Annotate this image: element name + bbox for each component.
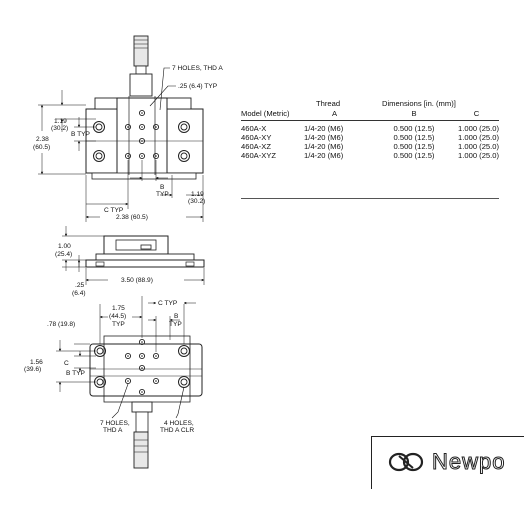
bottom-view: C TYP 1.75 (44.5) TYP B TYP .78 (19.8) 1… xyxy=(24,296,203,469)
dim-350: 3.50 (88.9) xyxy=(121,277,153,284)
thread-header: Thread xyxy=(316,99,341,108)
dim-175-mm: (44.5) xyxy=(109,313,126,320)
b-typ-bottom-left: B TYP xyxy=(66,370,86,377)
logo-text: Newpo xyxy=(431,449,506,475)
holes7-1: 7 HOLES, xyxy=(100,420,130,427)
b-typ-bottom-2: TYP xyxy=(169,321,182,328)
holes7-2: THD A xyxy=(103,427,123,434)
model-header: Model (Metric) xyxy=(241,109,290,118)
col-c-header: C xyxy=(473,109,480,118)
dim-156-in: 1.56 xyxy=(30,359,43,366)
holes-note: 7 HOLES, THD A xyxy=(172,65,223,72)
b-typ-left: B TYP xyxy=(71,131,91,138)
top-view: 7 HOLES, THD A .25 (6.4) TYP 2.38 (60.5)… xyxy=(33,35,223,222)
dim-78: .78 (19.8) xyxy=(47,321,75,328)
col-b-header: B xyxy=(411,109,417,118)
c-typ-bottom: C TYP xyxy=(158,300,178,307)
dim-119-mm: (30.2) xyxy=(51,125,68,132)
c-label: C xyxy=(64,360,69,367)
table-row: 460A-XZ 1/4-20 (M6) 0.500 (12.5) 1.000 (… xyxy=(241,142,499,151)
dim-156-mm: (39.6) xyxy=(24,366,41,373)
dim-119-right-mm: (30.2) xyxy=(188,198,205,205)
table-row: 460A-XYZ 1/4-20 (M6) 0.500 (12.5) 1.000 … xyxy=(241,151,499,160)
dim-238-mm: (60.5) xyxy=(33,144,50,151)
table-bottom-rule xyxy=(241,198,499,199)
dimensions-table: Thread Dimensions [in. (mm)] Model (Metr… xyxy=(241,99,499,160)
table-header: Model (Metric) A B C xyxy=(241,109,499,121)
dim-238-bottom: 2.38 (60.5) xyxy=(116,214,148,221)
newport-logo-icon xyxy=(388,452,424,472)
b-typ-right-1: B xyxy=(160,184,165,191)
side-view: 1.00 (25.4) 3.50 (88.9) .25 (6.4) xyxy=(55,226,205,297)
newport-logo: Newpo xyxy=(371,436,524,489)
holes4-1: 4 HOLES, xyxy=(164,420,194,427)
dim-119-right-in: 1.19 xyxy=(191,191,204,198)
table-row: 460A-XY 1/4-20 (M6) 0.500 (12.5) 1.000 (… xyxy=(241,133,499,142)
dim-25-in: .25 xyxy=(75,282,84,289)
dim-100-mm: (25.4) xyxy=(55,251,72,258)
dim-100-in: 1.00 xyxy=(58,243,71,250)
typ-note: .25 (6.4) TYP xyxy=(178,83,218,90)
dim-238-in: 2.38 xyxy=(36,136,49,143)
b-typ-right-2: TYP xyxy=(156,191,169,198)
dim-175-in: 1.75 xyxy=(112,305,125,312)
table-header-top: Thread Dimensions [in. (mm)] xyxy=(241,99,499,109)
dim-25-mm: (6.4) xyxy=(72,290,86,297)
table-row: 460A-X 1/4-20 (M6) 0.500 (12.5) 1.000 (2… xyxy=(241,124,499,133)
holes4-2: THD A CLR xyxy=(160,427,194,434)
dimensions-header: Dimensions [in. (mm)] xyxy=(382,99,456,108)
dim-119-in: 1.19 xyxy=(54,118,67,125)
col-a-header: A xyxy=(332,109,338,118)
b-typ-bottom-1: B xyxy=(174,313,179,320)
dim-175-typ: TYP xyxy=(112,321,125,328)
c-typ: C TYP xyxy=(104,207,124,214)
